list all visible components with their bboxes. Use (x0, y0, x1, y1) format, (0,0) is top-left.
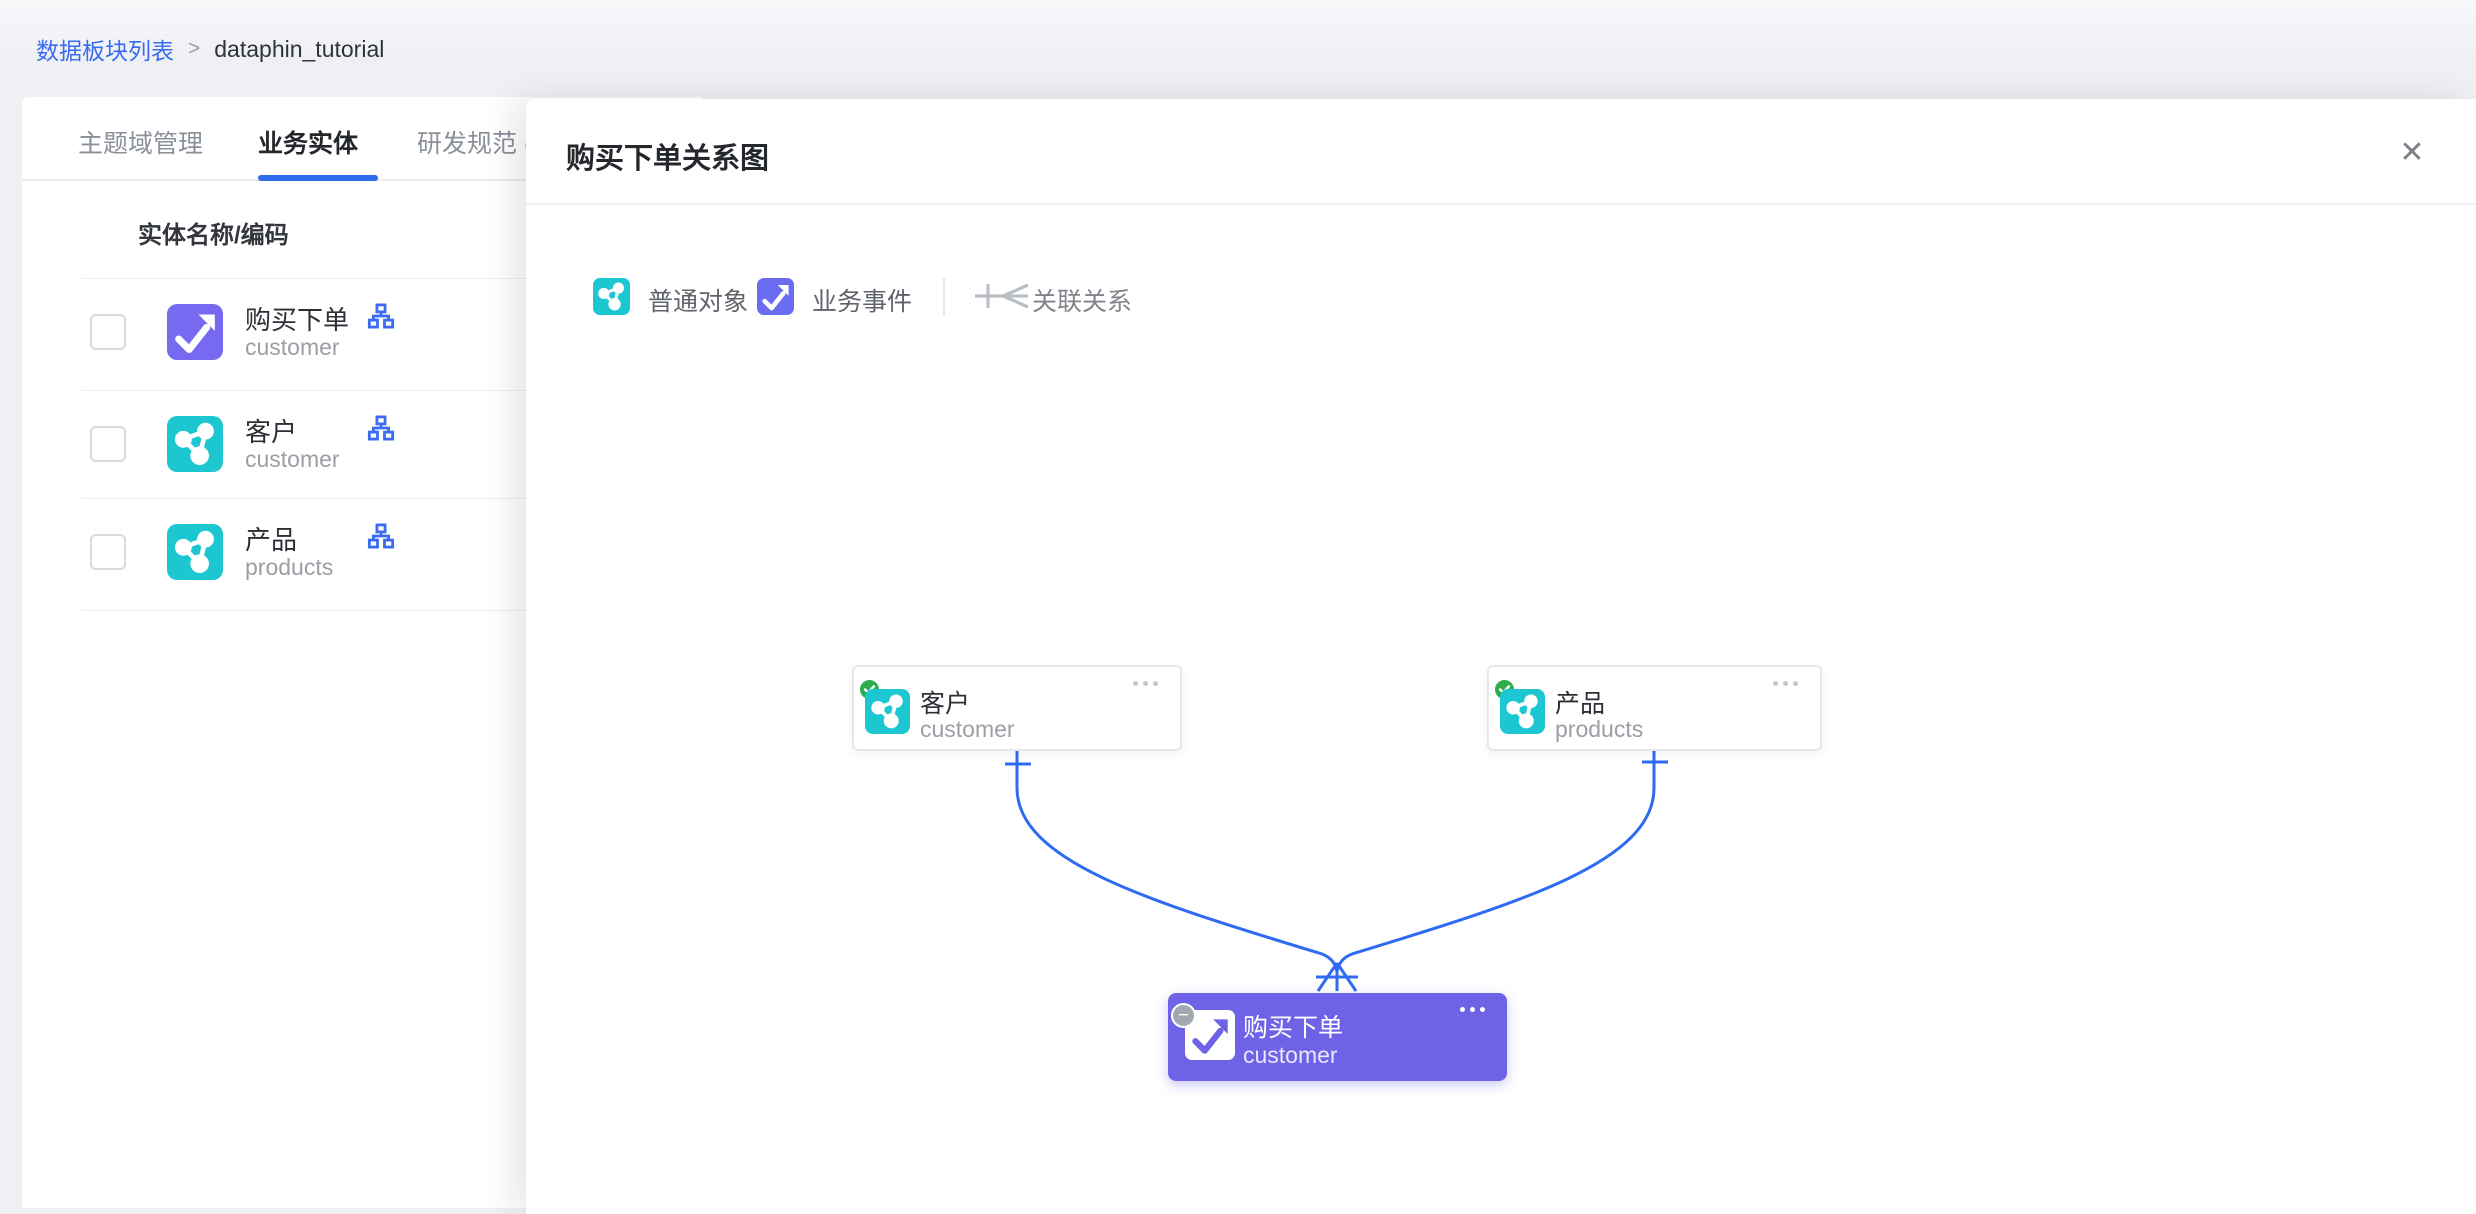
table-row[interactable]: 客户 customer (22, 390, 662, 498)
object-icon (167, 524, 223, 580)
row-checkbox[interactable] (90, 426, 126, 462)
breadcrumb-link-module-list[interactable]: 数据板块列表 (36, 38, 174, 64)
collapse-minus-icon[interactable]: − (1171, 1003, 1196, 1028)
hierarchy-icon[interactable] (367, 414, 395, 442)
hierarchy-icon[interactable] (367, 302, 395, 330)
object-icon (865, 689, 910, 734)
object-icon[interactable] (593, 278, 630, 315)
business-event-icon (1185, 1010, 1235, 1060)
breadcrumb: 数据板块列表 > dataphin_tutorial (36, 32, 384, 66)
tab-business-entity[interactable]: 业务实体 (258, 130, 359, 158)
legend-label-event[interactable]: 业务事件 (812, 288, 913, 316)
object-icon (1500, 689, 1545, 734)
tab-subject-domain[interactable]: 主题域管理 (78, 130, 204, 158)
entity-name: 产品 (245, 525, 298, 555)
business-event-icon (167, 304, 223, 360)
entity-code: customer (245, 334, 340, 360)
node-title: 购买下单 (1243, 1014, 1344, 1042)
entity-name: 购买下单 (245, 305, 350, 335)
table-row[interactable]: 产品 products (22, 498, 662, 606)
active-tab-underline (258, 175, 378, 181)
business-event-icon[interactable] (757, 278, 794, 315)
legend-divider (943, 278, 945, 316)
more-menu-icon[interactable] (1460, 1007, 1485, 1012)
table-row[interactable]: 购买下单 customer (22, 278, 662, 386)
graph-node-order-event[interactable]: − 购买下单 customer (1168, 993, 1507, 1081)
graph-node-products[interactable]: 产品 products (1487, 665, 1822, 751)
row-checkbox[interactable] (90, 534, 126, 570)
node-code: customer (920, 716, 1015, 742)
entity-name: 客户 (245, 417, 298, 447)
row-checkbox[interactable] (90, 314, 126, 350)
table-header-entity-name: 实体名称/编码 (138, 222, 289, 249)
entity-code: customer (245, 446, 340, 472)
drawer-header: 购买下单关系图 ✕ (526, 99, 2476, 205)
hierarchy-icon[interactable] (367, 522, 395, 550)
divider (82, 390, 642, 391)
divider (82, 610, 642, 611)
tab-bar: 主题域管理 业务实体 研发规范 (0) (22, 97, 702, 181)
more-menu-icon[interactable] (1133, 681, 1158, 686)
legend-label-relation[interactable]: 关联关系 (1032, 288, 1133, 316)
breadcrumb-current: dataphin_tutorial (214, 35, 385, 62)
relation-icon[interactable] (973, 280, 1031, 312)
divider (82, 278, 642, 279)
node-code: products (1555, 716, 1644, 742)
more-menu-icon[interactable] (1773, 681, 1798, 686)
object-icon (167, 416, 223, 472)
close-icon[interactable]: ✕ (2399, 136, 2425, 169)
legend-label-object[interactable]: 普通对象 (648, 288, 749, 316)
divider (82, 498, 642, 499)
entity-code: products (245, 554, 334, 580)
node-title: 客户 (920, 690, 971, 718)
drawer-title: 购买下单关系图 (566, 143, 770, 175)
breadcrumb-separator: > (188, 37, 201, 60)
node-code: customer (1243, 1042, 1338, 1068)
graph-node-customer[interactable]: 客户 customer (852, 665, 1182, 751)
node-title: 产品 (1555, 690, 1606, 718)
